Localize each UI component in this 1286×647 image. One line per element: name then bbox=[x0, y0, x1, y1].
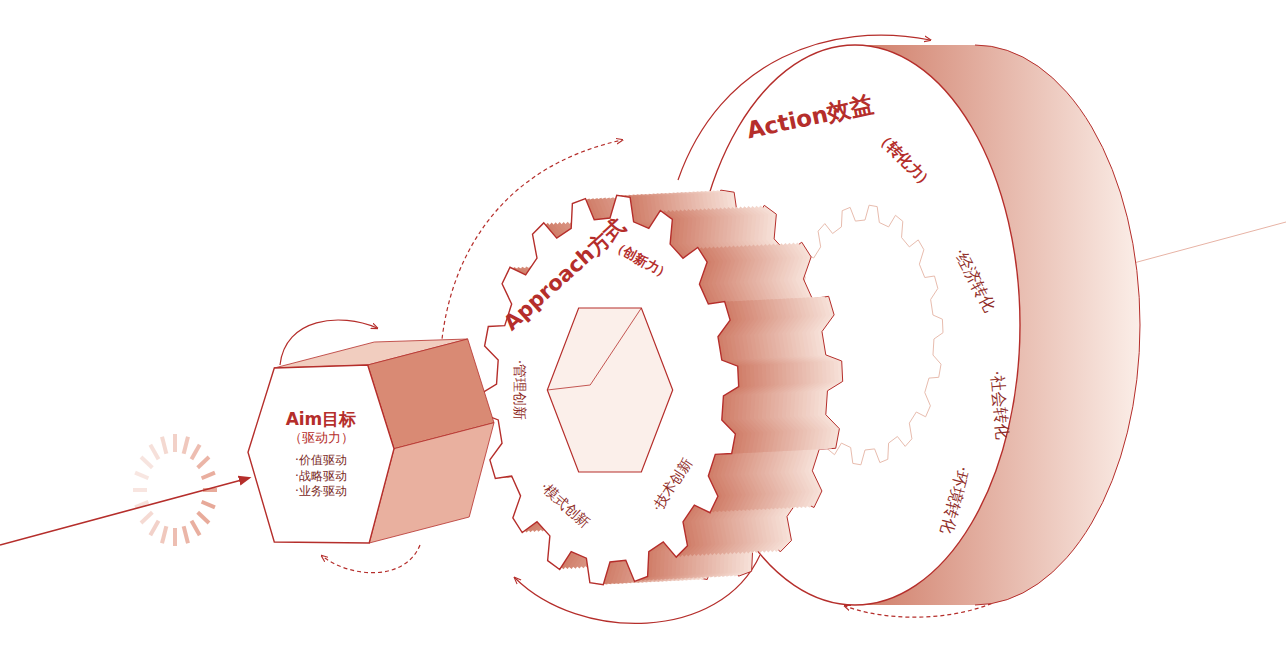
hexagon-face bbox=[248, 365, 394, 543]
input-arrow bbox=[0, 478, 249, 545]
sun-ray bbox=[202, 473, 215, 479]
cycle-arc bbox=[322, 545, 420, 573]
gear-face bbox=[481, 195, 738, 584]
sun-ray bbox=[150, 445, 158, 460]
sun-ray bbox=[173, 528, 177, 546]
sun-ray bbox=[191, 445, 199, 460]
sun-ray bbox=[198, 457, 209, 468]
bullet-item: ·业务驱动 bbox=[295, 484, 347, 500]
sun-ray bbox=[162, 437, 166, 454]
sun-ray bbox=[150, 521, 158, 536]
sun-ray bbox=[162, 526, 166, 543]
sun-ray bbox=[141, 512, 152, 523]
axis-line bbox=[1130, 222, 1286, 264]
gear-node: Approach方式（创新力）·管理创新·模式创新·技术创新 bbox=[470, 190, 760, 590]
text-stack: Aim目标（驱动力） ·价值驱动·战略驱动·业务驱动 bbox=[248, 365, 394, 543]
gear-hole bbox=[547, 308, 672, 472]
node-subtitle: （驱动力） bbox=[289, 430, 354, 447]
sun-ray bbox=[173, 434, 177, 452]
node-title: Aim目标 bbox=[286, 408, 357, 430]
sun-ray bbox=[198, 512, 209, 523]
sun-ray bbox=[202, 502, 215, 508]
gear-front bbox=[481, 195, 738, 584]
bullet-item: ·管理创新 bbox=[512, 360, 529, 420]
hexagon-node: Aim目标（驱动力） ·价值驱动·战略驱动·业务驱动 bbox=[248, 365, 394, 543]
sun-ray bbox=[141, 457, 152, 468]
gear-hole-edge bbox=[547, 308, 641, 390]
sun-ray bbox=[191, 521, 199, 536]
sun-ray bbox=[135, 473, 148, 479]
bullet-item: ·价值驱动 bbox=[295, 453, 347, 469]
sun-ray bbox=[184, 526, 188, 543]
bullet-item: ·战略驱动 bbox=[295, 469, 347, 485]
sun-ray bbox=[133, 488, 147, 492]
sun-ray bbox=[184, 437, 188, 454]
